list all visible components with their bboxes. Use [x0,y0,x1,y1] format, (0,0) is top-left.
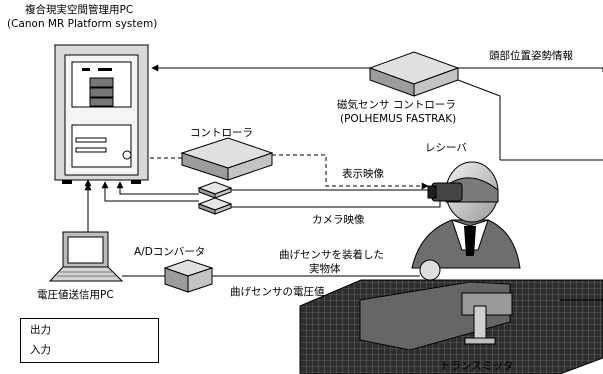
ad-converter-box [163,259,214,293]
legend-output-label: 出力 [30,324,51,336]
line-camera-video [231,200,441,208]
bend-sensor-object-label: 曲げセンサを装着した [279,249,384,261]
pc-title: 複合現実空間管理用PC [25,4,134,16]
fastrak-label: (POLHEMUS FASTRAK) [340,113,457,125]
display-video-label: 表示映像 [342,168,384,180]
table [299,279,603,374]
camera-video-label: カメラ映像 [312,214,365,226]
voltage-pc-label: 電圧値送信用PC [37,289,114,301]
arrow-pc-in-right [116,181,199,195]
line-head-pose-right [458,67,603,72]
connections [70,64,603,354]
legend: 出力 入力 [20,318,159,363]
head-pose-label: 頭部位置姿勢情報 [489,50,573,62]
line-receiver-up [457,79,501,160]
pc-subtitle: (Canon MR Platform system) [7,18,158,30]
arrow-display-video [272,154,429,190]
pc-tower [53,44,150,184]
laptop [48,231,124,282]
legend-input-label: 入力 [30,344,51,356]
controller-box [180,137,274,181]
mag-controller-box [368,51,460,97]
ad-converter-label: A/Dコンバータ [134,246,206,258]
receiver-label: レシーバ [425,142,467,154]
mag-controller-label: 磁気センサ コントローラ [337,99,456,111]
controller-label: コントローラ [190,127,253,139]
bend-sensor-object-label-2: 実物体 [309,263,341,275]
bend-voltage-label: 曲げセンサの電圧値 [230,286,325,298]
splitter-boxes [197,181,233,215]
transmitter-label: トランスミッタ [440,360,514,372]
person-with-hmd [411,161,521,281]
arrow-pc-in-mid [101,181,199,202]
